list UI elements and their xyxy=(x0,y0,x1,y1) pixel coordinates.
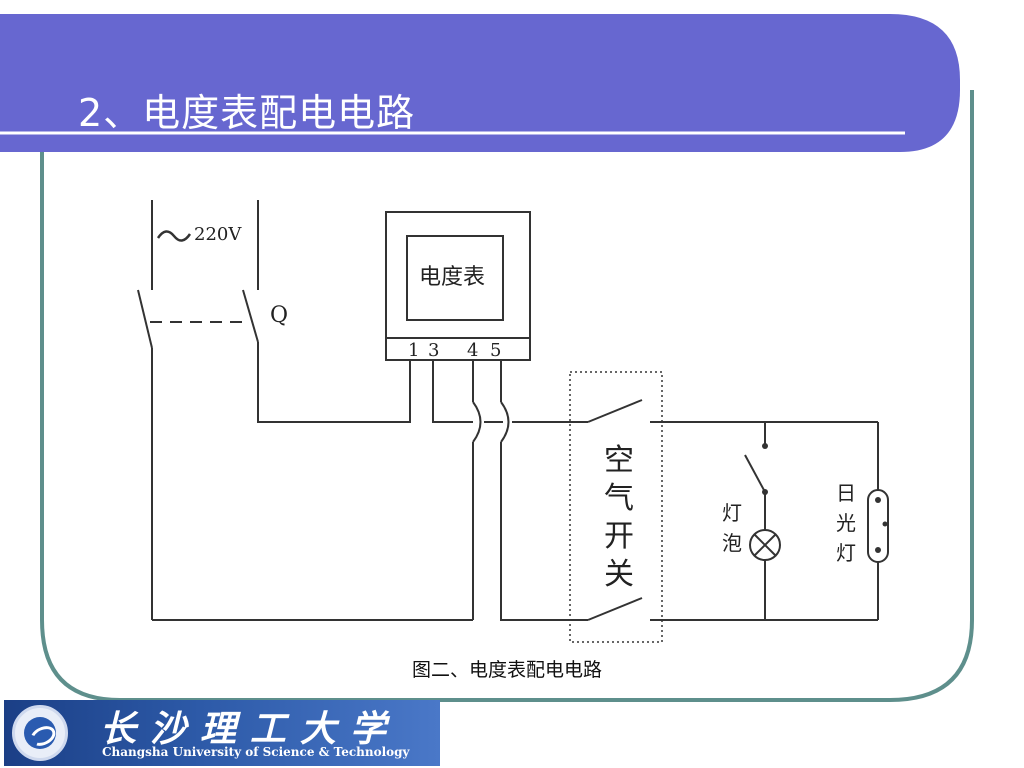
fluorescent-starter-dot xyxy=(882,521,888,527)
fluorescent-pin-top xyxy=(875,497,881,503)
content-frame xyxy=(40,90,974,702)
air-switch-label-char-2: 气 xyxy=(604,481,634,516)
wire-crossover-1 xyxy=(472,401,482,443)
university-emblem-icon xyxy=(12,705,68,761)
air-switch-blade-bottom xyxy=(587,597,643,621)
lamp-switch-contact-bottom xyxy=(762,489,768,495)
meter-out-live-wire xyxy=(432,360,473,423)
meter-display xyxy=(406,235,504,321)
breaker-blade-right xyxy=(242,289,259,343)
diagram-caption: 图二、电度表配电电路 xyxy=(411,659,602,681)
university-name-cn: 长沙理工大学 xyxy=(100,708,401,750)
ac-symbol-icon xyxy=(156,230,192,242)
meter-box xyxy=(385,211,531,361)
air-switch-box xyxy=(569,371,663,643)
supply-voltage-label: 220V xyxy=(194,224,242,245)
live-wire-to-meter xyxy=(257,342,411,423)
slide-title: 2、电度表配电电路 xyxy=(78,91,416,135)
lamp-switch-blade xyxy=(744,454,766,493)
meter-terminal-5: 5 xyxy=(490,340,501,361)
fluorescent-label-char-3: 灯 xyxy=(836,541,856,565)
fluorescent-pin-bottom xyxy=(875,547,881,553)
fluorescent-label-char-2: 光 xyxy=(836,511,856,535)
meter-terminal-3: 3 xyxy=(428,340,439,361)
university-logo: 长沙理工大学 Changsha University of Science & … xyxy=(4,700,440,766)
meter-label: 电度表 xyxy=(419,265,485,290)
lamp-label-char-2: 泡 xyxy=(722,531,742,555)
fluorescent-label-char-1: 日 xyxy=(836,481,856,505)
meter-terminal-1: 1 xyxy=(408,340,419,361)
air-switch-label-char-4: 关 xyxy=(604,557,634,592)
breaker-label: Q xyxy=(270,303,288,328)
meter-terminal-4: 4 xyxy=(467,340,478,361)
title-banner xyxy=(0,14,960,152)
wire-crossover-2 xyxy=(500,401,510,443)
lamp-switch-contact-top xyxy=(762,443,768,449)
lamp-label-char-1: 灯 xyxy=(722,501,742,525)
university-name-en: Changsha University of Science & Technol… xyxy=(102,745,410,759)
air-switch-label-char-3: 开 xyxy=(604,519,634,554)
lamp-cross-2 xyxy=(753,533,777,557)
air-switch-blade-top xyxy=(587,399,643,423)
breaker-blade-left xyxy=(137,289,153,349)
air-switch-label-char-1: 空 xyxy=(604,443,634,478)
meter-neutral-out-wire-lower xyxy=(500,442,588,621)
